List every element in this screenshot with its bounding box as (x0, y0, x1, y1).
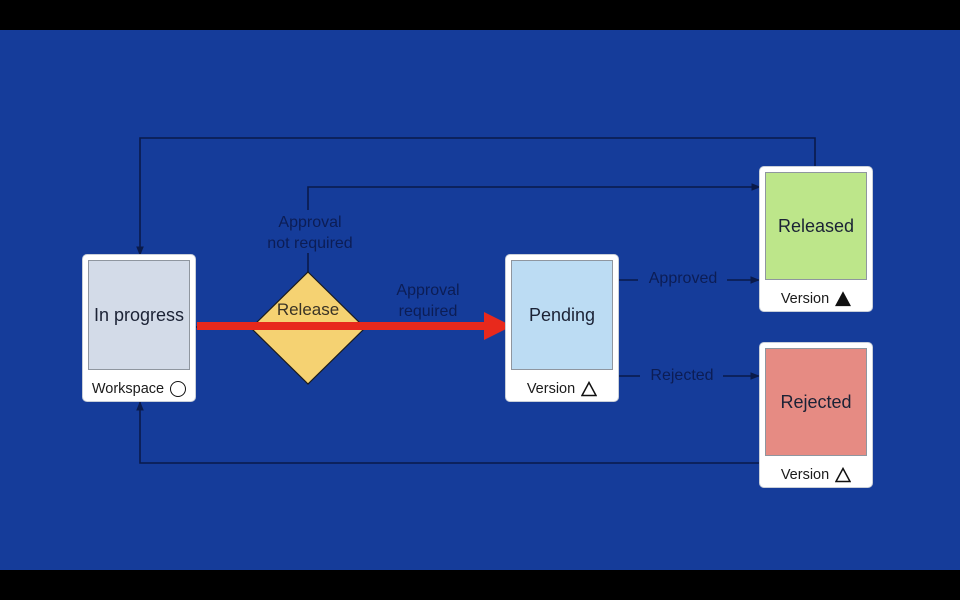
footer-label: Version (780, 467, 830, 483)
state-face-in-progress: In progress (88, 260, 190, 370)
edge-label-line1: Approval (396, 282, 460, 299)
triangle-outline-icon (835, 467, 852, 483)
edge-label-approved: Approved (648, 270, 718, 287)
state-label: Released (777, 215, 855, 236)
highlight-arrow-shaft (197, 322, 487, 330)
edge-label-line2: not required (264, 235, 356, 252)
edge-label-line1: Approval (275, 214, 345, 231)
state-card-pending[interactable]: Pending Version (506, 255, 618, 401)
connector-decision-to-released (307, 183, 761, 210)
state-label: In progress (93, 304, 185, 325)
connector-released-to-in-progress (136, 137, 816, 256)
footer-label: Version (780, 291, 830, 307)
connector-rejected-to-in-progress (136, 401, 760, 464)
edge-label-approval-not-required: Approval not required (258, 212, 362, 254)
state-footer: Workspace (83, 381, 195, 397)
footer-label: Workspace (91, 381, 165, 397)
highlight-arrow-head (484, 312, 512, 340)
state-footer: Version (760, 291, 872, 307)
edge-label-line2: required (398, 303, 458, 320)
state-card-released[interactable]: Released Version (760, 167, 872, 311)
state-card-rejected[interactable]: Rejected Version (760, 343, 872, 487)
footer-label: Version (526, 381, 576, 397)
state-face-rejected: Rejected (765, 348, 867, 456)
decision-label: Release (276, 300, 340, 319)
edge-label-rejected: Rejected (650, 367, 714, 384)
state-label: Pending (528, 304, 596, 325)
triangle-filled-icon (835, 291, 852, 307)
state-card-in-progress[interactable]: In progress Workspace (83, 255, 195, 401)
edge-label-approval-required: Approval required (382, 280, 474, 322)
state-footer: Version (506, 381, 618, 397)
state-face-pending: Pending (511, 260, 613, 370)
triangle-outline-icon (581, 381, 598, 397)
state-label: Rejected (780, 391, 852, 412)
state-footer: Version (760, 467, 872, 483)
state-face-released: Released (765, 172, 867, 280)
circle-outline-icon (170, 381, 187, 397)
